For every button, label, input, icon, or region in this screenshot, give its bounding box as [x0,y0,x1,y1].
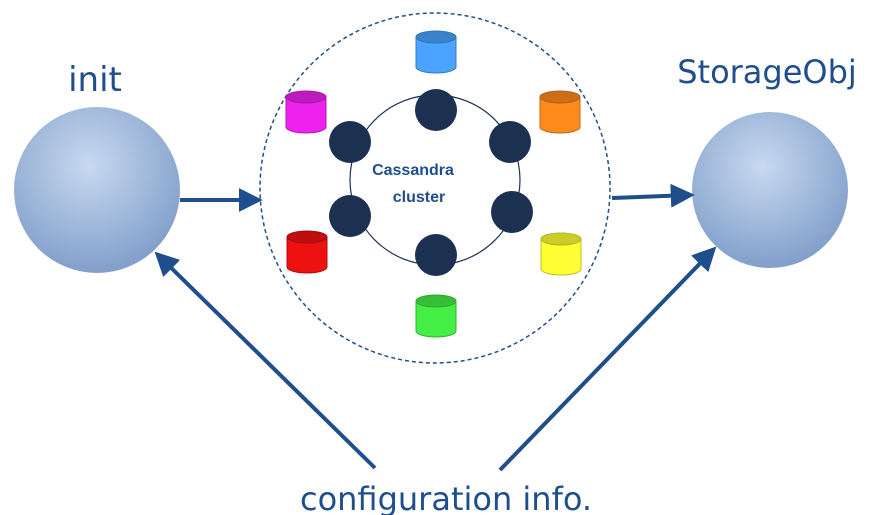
storage-label: StorageObj [677,53,857,91]
config-label: configuration info. [300,480,592,515]
db-magenta-icon [285,90,327,134]
cluster-node [415,89,457,131]
arrow-cluster-to-storage [611,183,695,208]
init-label: init [68,60,122,100]
db-green-icon [415,294,457,338]
cluster-nodes [329,89,533,276]
db-blue-icon [415,30,457,74]
cluster-node [329,121,371,163]
arrow-config-to-storage [498,246,717,472]
cluster-node [489,121,531,163]
cluster-label-line1: Cassandra [372,162,454,179]
arrow-config-to-init [154,251,377,470]
cluster-node [329,195,371,237]
cluster-label-line2: cluster [393,189,445,206]
storage-circle [692,112,848,268]
db-yellow-icon [540,232,582,276]
db-orange-icon [539,90,581,134]
cluster-node [491,191,533,233]
db-red-icon [286,230,328,274]
database-cylinders [285,30,582,338]
cluster-node [415,234,457,276]
init-circle [14,107,180,273]
